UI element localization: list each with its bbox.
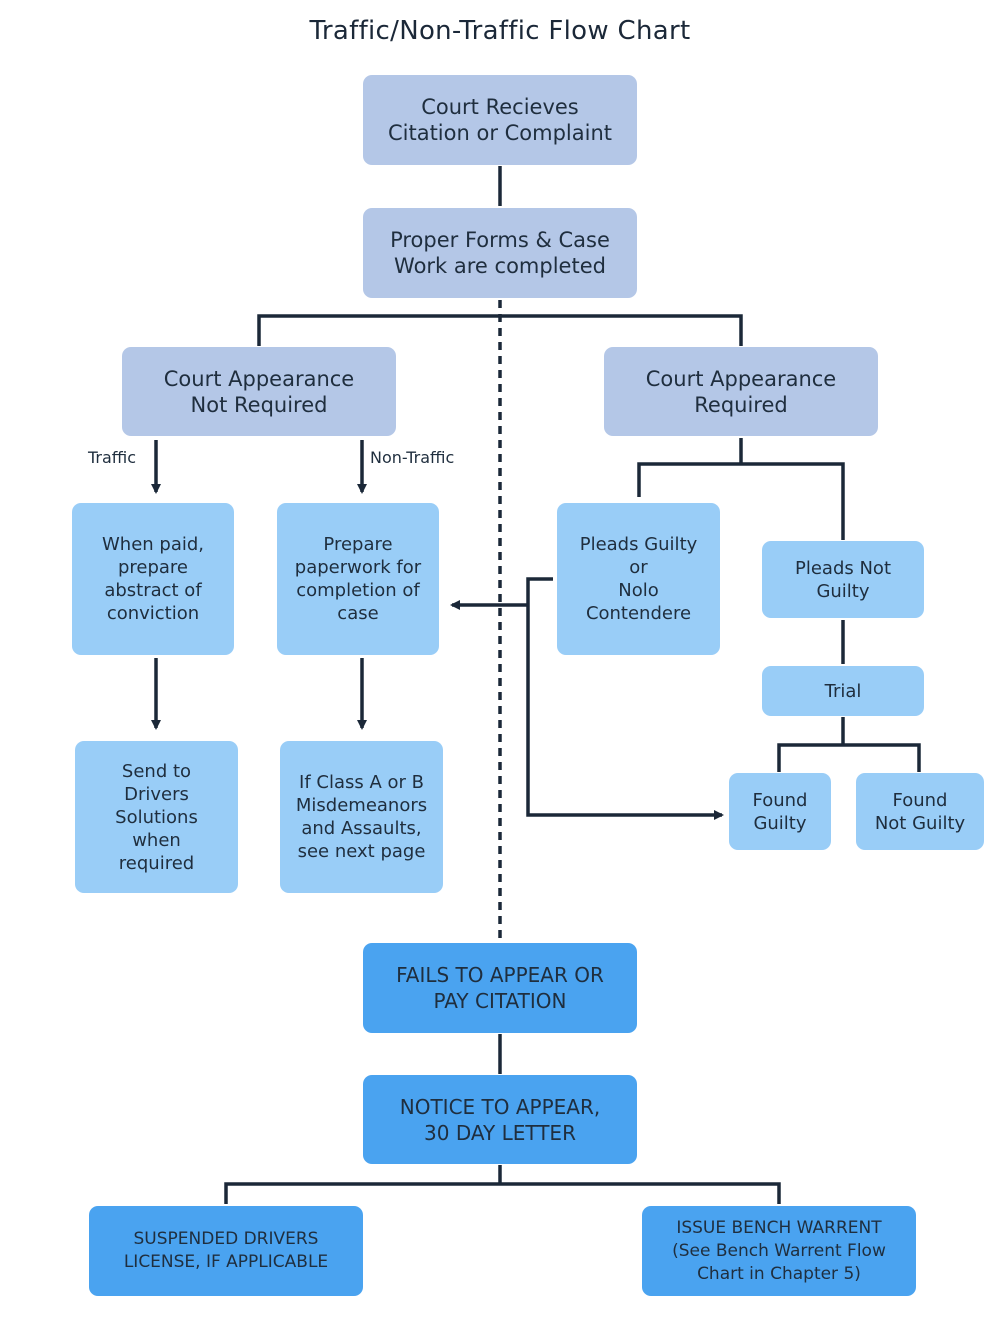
pleads-guilty-text: Pleads Guilty or Nolo Contendere	[579, 534, 698, 624]
bench-warrant-box: ISSUE BENCH WARRENT (See Bench Warrent F…	[642, 1206, 916, 1296]
proper-forms-box: Proper Forms & Case Work are completed	[363, 208, 637, 298]
suspended-license-box: SUSPENDED DRIVERS LICENSE, IF APPLICABLE	[89, 1206, 363, 1296]
pleads-not-guilty-box: Pleads Not Guilty	[762, 541, 924, 618]
fails-to-appear-text: FAILS TO APPEAR OR PAY CITATION	[396, 963, 604, 1013]
court-appearance-required-text: Court Appearance Required	[645, 366, 837, 417]
trial-box: Trial	[762, 666, 924, 716]
notice-to-appear-text: NOTICE TO APPEAR, 30 DAY LETTER	[399, 1094, 601, 1145]
prepare-paperwork-text: Prepare paperwork for completion of case	[294, 534, 422, 624]
connector-required-split	[637, 462, 845, 540]
court-appearance-not-required-text: Court Appearance Not Required	[163, 366, 355, 417]
connector-trial-split	[777, 743, 921, 772]
found-not-guilty-box: Found Not Guilty	[856, 773, 984, 850]
court-appearance-required-box: Court Appearance Required	[604, 347, 878, 436]
non-traffic-label: Non-Traffic	[370, 448, 455, 467]
found-guilty-text: Found Guilty	[752, 789, 808, 834]
court-appearance-not-required-box: Court Appearance Not Required	[122, 347, 396, 436]
class-ab-box: If Class A or B Misdemeanors and Assault…	[280, 741, 443, 893]
when-paid-text: When paid, prepare abstract of convictio…	[101, 534, 204, 624]
proper-forms-text: Proper Forms & Case Work are completed	[390, 228, 610, 278]
traffic-label: Traffic	[88, 448, 137, 467]
suspended-license-text: SUSPENDED DRIVERS LICENSE, IF APPLICABLE	[123, 1229, 329, 1272]
notice-to-appear-box: NOTICE TO APPEAR, 30 DAY LETTER	[363, 1075, 637, 1164]
send-to-drivers-box: Send to Drivers Solutions when required	[75, 741, 238, 893]
chart-title: Traffic/Non-Traffic Flow Chart	[309, 16, 691, 46]
class-ab-text: If Class A or B Misdemeanors and Assault…	[295, 772, 428, 862]
connector-notice-split	[224, 1182, 781, 1204]
court-receives-box: Court Recieves Citation or Complaint	[363, 75, 637, 165]
found-guilty-box: Found Guilty	[729, 773, 831, 850]
bench-warrant-text: ISSUE BENCH WARRENT (See Bench Warrent F…	[672, 1217, 886, 1284]
pleads-not-guilty-text: Pleads Not Guilty	[794, 557, 892, 602]
found-not-guilty-text: Found Not Guilty	[874, 789, 966, 834]
connector-guilty-bracket	[526, 577, 724, 820]
court-receives-text: Court Recieves Citation or Complaint	[387, 95, 613, 145]
prepare-paperwork-box: Prepare paperwork for completion of case	[277, 503, 439, 655]
fails-to-appear-box: FAILS TO APPEAR OR PAY CITATION	[363, 943, 637, 1033]
trial-text: Trial	[824, 680, 862, 702]
pleads-guilty-box: Pleads Guilty or Nolo Contendere	[557, 503, 720, 655]
send-to-drivers-text: Send to Drivers Solutions when required	[115, 760, 198, 874]
when-paid-box: When paid, prepare abstract of convictio…	[72, 503, 234, 655]
